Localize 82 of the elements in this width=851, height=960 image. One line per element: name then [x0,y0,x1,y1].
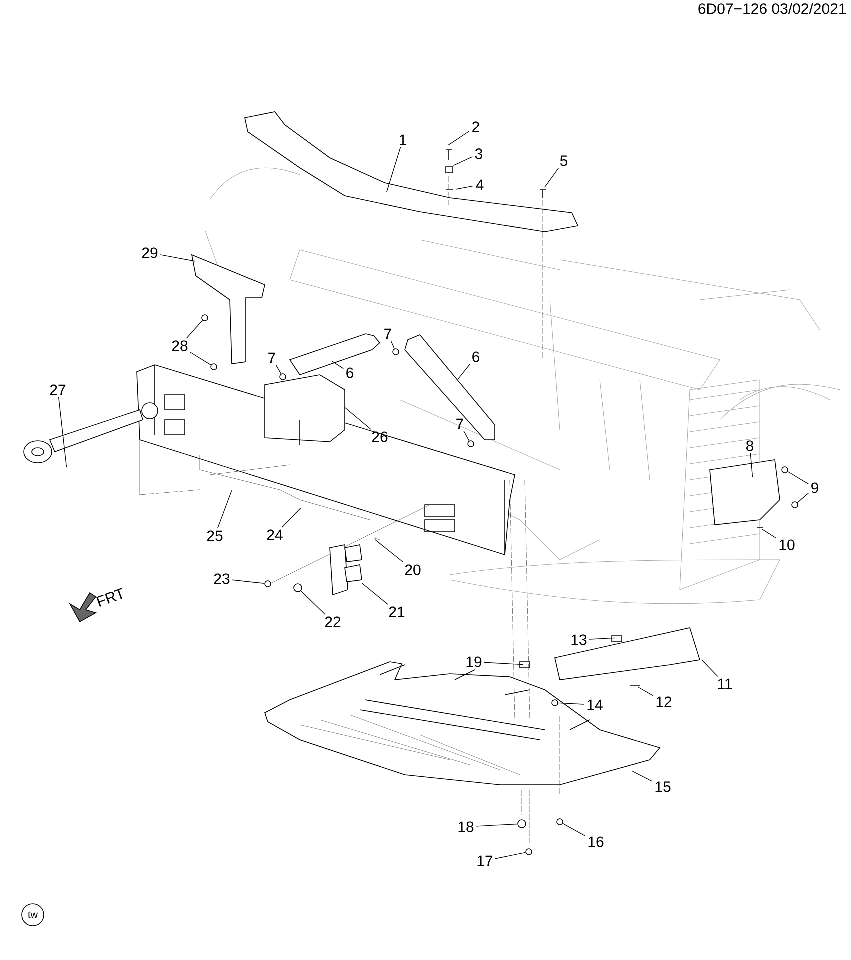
leader-line [160,254,196,262]
leader-line [58,397,68,468]
callout-number: 11 [718,678,732,690]
leader-line [217,490,232,529]
callout-number: 24 [267,530,283,540]
callout-number: 25 [207,530,223,542]
fastener-icon [468,440,474,448]
callout-number: 4 [476,180,484,190]
leader-line [476,824,518,827]
leader-line [282,508,302,528]
fastener-icon [518,820,526,828]
callout-number: 9 [812,482,818,494]
callout-number: 10 [780,540,795,550]
fastener-icon [210,364,218,370]
callout-number: 3 [475,148,483,160]
callout-number: 16 [588,836,604,848]
callout-number: 12 [656,696,672,708]
leader-line [300,590,326,615]
leader-line [386,147,402,192]
fastener-icon [264,580,272,588]
leader-line [456,186,474,190]
leader-line [276,365,282,374]
leader-line [374,540,404,563]
direction-label: FRT [96,588,123,608]
callout-number: 23 [214,574,230,584]
leader-line [797,493,809,504]
fastener-icon [556,818,564,826]
callout-number: 13 [572,634,587,646]
callout-number: 7 [268,352,276,364]
fastener-icon [202,314,208,322]
callout-number: 7 [456,418,464,430]
callout-number: 20 [405,564,421,576]
callout-number: 19 [466,656,482,668]
leader-line [186,320,204,339]
callout-number: 29 [142,248,158,258]
drawing-number: 6D07−126 03/02/2021 [698,3,846,14]
leader-line [632,771,653,782]
leader-line [453,156,473,166]
callout-number: 26 [372,432,388,442]
leader-line [750,453,754,478]
callout-number: 2 [472,122,480,132]
leader-line [448,130,470,146]
leader-line [232,580,265,584]
fastener-icon [526,848,532,856]
callout-number: 1 [400,134,406,146]
callout-number: 7 [384,328,392,340]
leader-line [702,660,718,677]
callout-number: 6 [472,352,480,362]
fastener-icon [792,502,798,508]
circled-mark: tw [22,904,44,926]
leader-line [190,352,212,366]
leader-line [484,662,524,666]
leader-line [562,823,586,836]
leader-line [458,364,470,380]
callout-number: 27 [50,384,66,396]
callout-number: 8 [746,440,754,452]
leader-line [762,529,777,539]
callout-number: 15 [656,782,671,792]
callout-number: 21 [389,606,405,618]
callout-number: 18 [458,822,474,832]
leader-line [638,687,654,696]
leader-line [390,341,395,350]
callout-number: 5 [560,156,568,166]
leader-line [589,638,616,640]
leader-line [362,583,388,605]
fastener-icon [552,700,558,706]
callout-number: 14 [588,700,603,710]
fastener-icon [392,348,400,356]
leader-line [788,471,809,485]
fastener-icon [782,466,788,474]
leader-line [344,408,372,430]
leader-line [495,852,526,860]
callout-number: 17 [478,856,493,866]
callout-number: 6 [346,368,354,378]
leader-line [332,361,344,370]
leader-line [558,702,585,705]
leader-line [544,168,559,188]
fastener-icon [294,584,302,592]
callout-number: 22 [325,616,341,628]
fastener-icon [280,374,286,380]
leader-line [464,431,470,442]
callout-number: 28 [172,340,188,352]
